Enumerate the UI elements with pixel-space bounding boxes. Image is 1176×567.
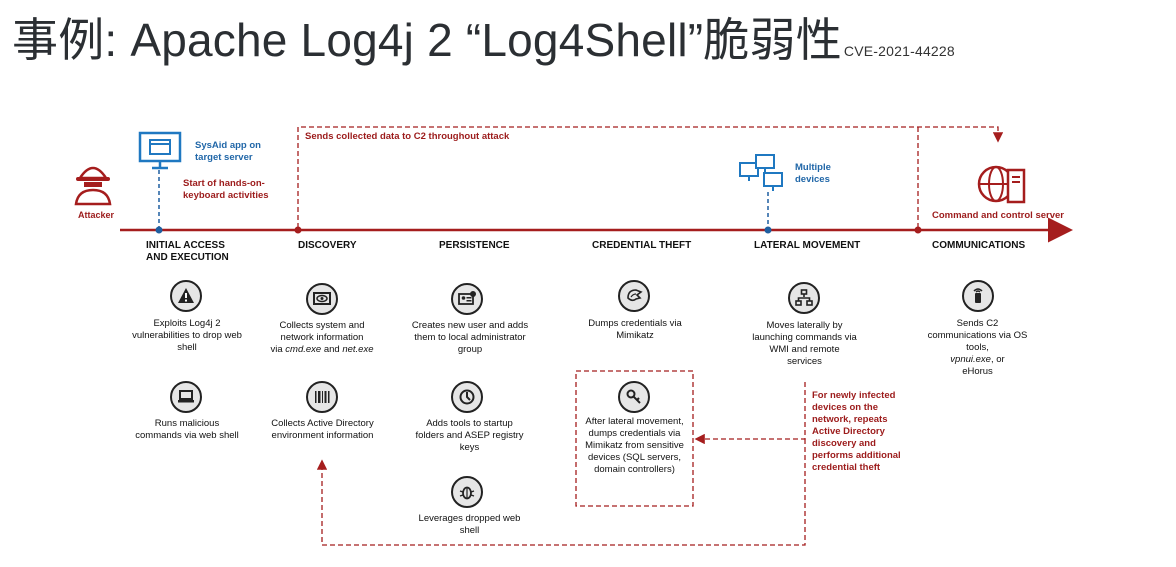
action-sends-c2: Sends C2 communications via OS tools, vp… xyxy=(925,318,1030,378)
collects-sys-and: and xyxy=(321,344,343,355)
timeline-dot-comms xyxy=(914,226,922,234)
action-runs-cmd: Runs malicious commands via web shell xyxy=(135,418,239,441)
action-exploit: Exploits Log4j 2 vulnerabilities to drop… xyxy=(132,318,242,353)
timeline-dot-discovery xyxy=(294,226,302,234)
return-loop xyxy=(316,439,806,546)
stage-initial-access: INITIAL ACCESS AND EXECUTION xyxy=(146,240,229,263)
cve-id: CVE-2021-44228 xyxy=(843,43,955,59)
lateral-to-cred-arrow xyxy=(694,382,806,445)
hands-on-label: Start of hands-on-keyboard activities xyxy=(183,178,269,201)
action-adds-tools: Adds tools to startup folders and ASEP r… xyxy=(415,418,524,453)
sysaid-label: SysAid app on target server xyxy=(195,140,261,163)
eye-monitor-icon xyxy=(306,283,338,315)
action-create-user: Creates new user and adds them to local … xyxy=(411,320,529,355)
ehorus-text: eHorus xyxy=(962,366,993,377)
stage-persistence: PERSISTENCE xyxy=(439,240,510,251)
fingerprint-icon xyxy=(618,280,650,312)
c2-server-label: Command and control server xyxy=(932,210,1064,221)
title-main: 事例: Apache Log4j 2 “Log4Shell”脆弱性 xyxy=(12,14,842,66)
id-card-icon xyxy=(451,283,483,315)
timeline-dot-lateral xyxy=(764,226,772,234)
net-exe-text: net.exe xyxy=(342,344,374,355)
action-collects-ad: Collects Active Directory environment in… xyxy=(271,418,374,441)
collects-sys-via: via xyxy=(270,344,286,355)
attacker-label: Attacker xyxy=(78,210,115,220)
stage-communications: COMMUNICATIONS xyxy=(932,240,1026,251)
phone-signal-icon xyxy=(962,280,994,312)
new-infected-note: For newly infected devices on the networ… xyxy=(812,390,901,473)
devices-icon xyxy=(738,153,794,198)
collects-sys-line1: Collects system and network information xyxy=(279,320,365,343)
after-lateral-box xyxy=(575,370,694,507)
monitor-icon xyxy=(138,131,182,176)
action-after-lateral: After lateral movement, dumps credential… xyxy=(585,416,684,475)
action-moves-lateral: Moves laterally by launching commands vi… xyxy=(752,320,857,367)
bug-icon xyxy=(451,476,483,508)
stage-discovery: DISCOVERY xyxy=(298,240,357,251)
network-icon xyxy=(788,282,820,314)
key-icon xyxy=(618,381,650,413)
action-dump-creds: Dumps credentials via Mimikatz xyxy=(588,318,682,341)
laptop-icon xyxy=(170,381,202,413)
barcode-icon xyxy=(306,381,338,413)
hacker-icon xyxy=(70,160,116,211)
multiple-devices-label: Multiple devices xyxy=(795,162,831,185)
shield-icon xyxy=(451,381,483,413)
cmd-exe-text: cmd.exe xyxy=(285,344,322,355)
c2-note-label: Sends collected data to C2 throughout at… xyxy=(305,131,510,142)
stage-lateral-movement: LATERAL MOVEMENT xyxy=(754,240,861,251)
globe-server-icon xyxy=(976,162,1028,211)
warning-icon xyxy=(170,280,202,312)
stage-credential-theft: CREDENTIAL THEFT xyxy=(592,240,692,251)
action-collects-sys: Collects system and network information … xyxy=(262,320,382,356)
sends-c2-line1: Sends C2 communications via OS tools, xyxy=(927,318,1028,353)
vpnui-text: vpnui.exe xyxy=(950,354,991,365)
timeline-dot-initial xyxy=(155,226,163,234)
action-leverage-shell: Leverages dropped web shell xyxy=(418,513,521,536)
sends-c2-or: , or xyxy=(990,354,1005,365)
c2-loop xyxy=(297,126,1004,228)
